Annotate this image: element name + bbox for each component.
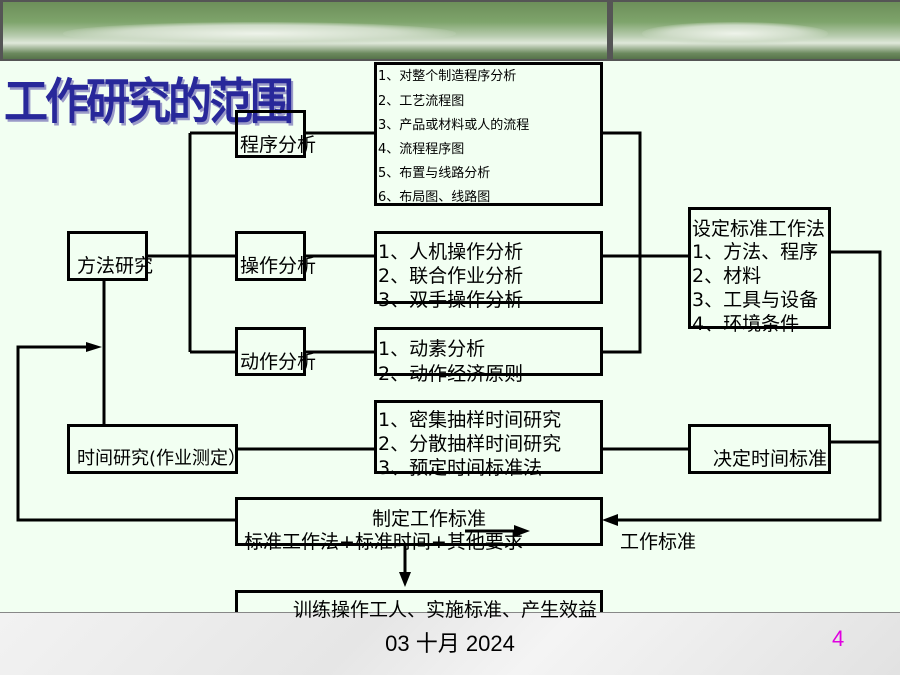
slide-title: 工作研究的范围 — [4, 74, 294, 131]
work-standard-box — [235, 497, 603, 546]
list-item: 4、环境条件 — [692, 313, 800, 335]
operation-analysis-label: 操作分析 — [240, 255, 317, 277]
list-item: 2、联合作业分析 — [378, 265, 524, 287]
operation-analysis-box — [235, 231, 306, 281]
time-study-items-box — [374, 400, 603, 474]
motion-analysis-box — [235, 327, 306, 376]
list-item: 6、布局图、线路图 — [378, 190, 491, 205]
banner-photo — [3, 2, 607, 59]
header-banner-image — [0, 0, 900, 61]
list-item: 3、双手操作分析 — [378, 289, 524, 311]
list-item: 3、预定时间标准法 — [378, 457, 543, 479]
list-item: 1、方法、程序 — [692, 241, 819, 263]
list-item: 3、产品或材料或人的流程 — [378, 118, 530, 133]
work-standard-side-label: 工作标准 — [620, 531, 697, 553]
list-item: 2、分散抽样时间研究 — [378, 433, 562, 455]
list-item: 1、对整个制造程序分析 — [378, 69, 517, 84]
list-item: 3、工具与设备 — [692, 289, 819, 311]
time-standard-box — [688, 424, 831, 474]
list-item: 2、材料 — [692, 265, 762, 287]
list-item: 4、流程程序图 — [378, 142, 465, 157]
training-label: 训练操作工人、实施标准、产生效益 — [293, 599, 598, 621]
time-standard-label: 决定时间标准 — [713, 448, 828, 470]
process-analysis-items-box — [374, 62, 603, 206]
list-item: 1、动素分析 — [378, 338, 486, 360]
time-study-label: 时间研究(作业测定） — [77, 448, 247, 469]
work-standard-formula: 标准工作法+标准时间+其他要求 — [244, 531, 523, 553]
work-standard-label: 制定工作标准 — [372, 508, 487, 530]
footer-background — [0, 612, 900, 675]
process-analysis-label: 程序分析 — [240, 134, 317, 156]
operation-analysis-items-box — [374, 231, 603, 304]
standard-method-box — [688, 207, 831, 329]
method-study-box — [67, 231, 148, 281]
motion-analysis-label: 动作分析 — [240, 351, 317, 373]
time-study-box — [67, 424, 238, 474]
list-item: 1、人机操作分析 — [378, 241, 524, 263]
banner-photo — [613, 2, 900, 59]
page-number: 4 — [832, 626, 845, 651]
list-item: 2、动作经济原则 — [378, 363, 524, 385]
list-item: 5、布置与线路分析 — [378, 166, 491, 181]
standard-method-label: 设定标准工作法 — [692, 218, 826, 240]
method-study-label: 方法研究 — [77, 255, 154, 277]
list-item: 2、工艺流程图 — [378, 94, 465, 109]
process-analysis-box — [235, 110, 306, 158]
list-item: 1、密集抽样时间研究 — [378, 409, 562, 431]
motion-analysis-items-box — [374, 327, 603, 376]
footer-date: 03 十月 2024 — [385, 631, 515, 656]
